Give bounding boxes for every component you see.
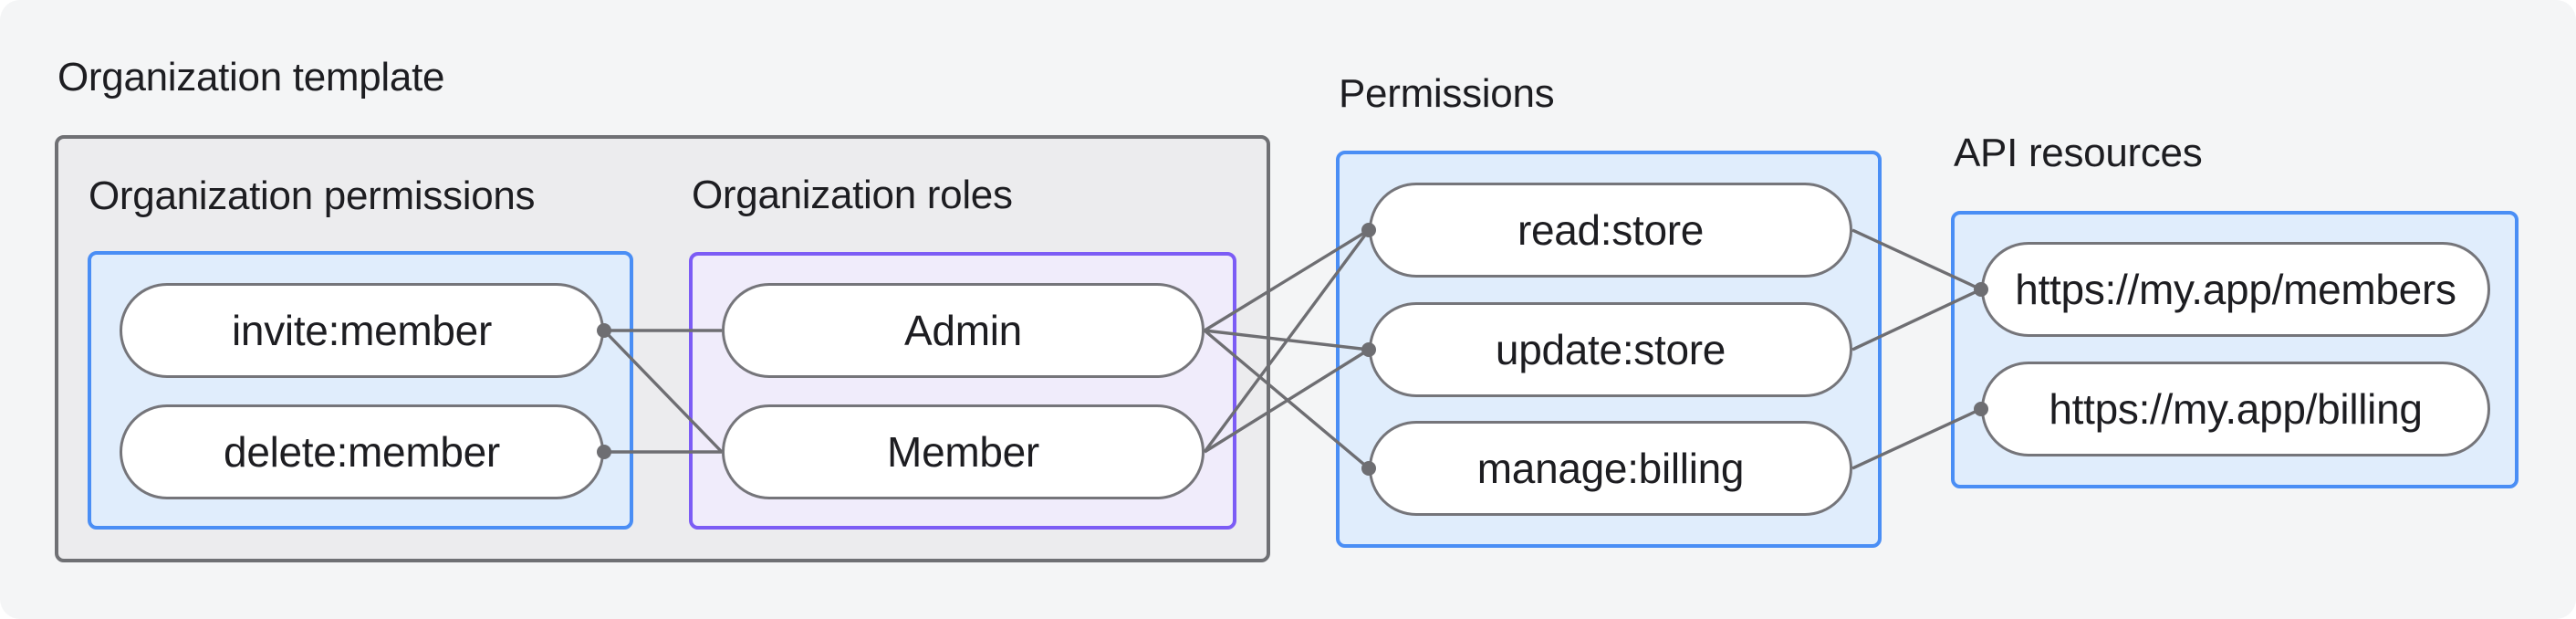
- pill-update-store: update:store: [1369, 302, 1852, 397]
- pill-api-members: https://my.app/members: [1981, 242, 2490, 337]
- pill-api-billing: https://my.app/billing: [1981, 362, 2490, 456]
- api-resources-label: API resources: [1954, 131, 2203, 175]
- organization-permissions-label: Organization permissions: [89, 173, 536, 218]
- pill-admin: Admin: [722, 283, 1205, 378]
- pill-read-store: read:store: [1369, 183, 1852, 278]
- organization-roles-label: Organization roles: [692, 173, 1013, 217]
- pill-invite-member: invite:member: [120, 283, 604, 378]
- pill-member: Member: [722, 404, 1205, 499]
- organization-template-label: Organization template: [57, 55, 445, 100]
- pill-delete-member: delete:member: [120, 404, 604, 499]
- pill-manage-billing: manage:billing: [1369, 421, 1852, 516]
- permissions-label: Permissions: [1339, 71, 1555, 116]
